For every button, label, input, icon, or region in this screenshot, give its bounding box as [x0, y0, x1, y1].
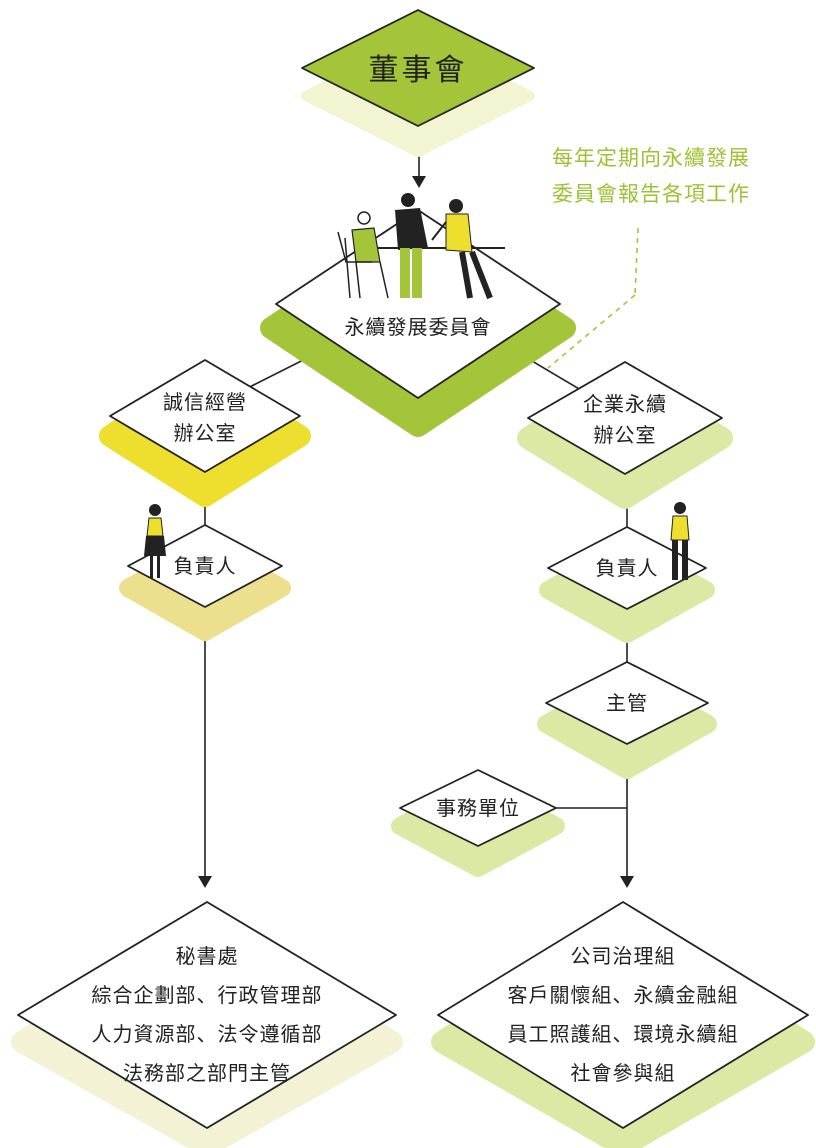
- report-note: 每年定期向永續發展 委員會報告各項工作: [500, 140, 750, 212]
- admin-unit-node: [391, 769, 565, 877]
- report-note-line-1: 每年定期向永續發展: [552, 146, 750, 170]
- integrity-office-node: [99, 359, 311, 507]
- board-label: 董事會: [368, 53, 468, 88]
- groups-line: 員工照護組、環境永續組: [507, 1022, 739, 1046]
- report-note-dashed-line: [634, 227, 639, 296]
- sustainability-office-line-1: 企業永續: [583, 392, 667, 416]
- integrity-office-label: 誠信經營 辦公室: [145, 387, 265, 449]
- arrow-to-groups-icon: [620, 876, 634, 888]
- secretariat-line: 綜合企劃部、行政管理部: [91, 983, 323, 1007]
- seated-person-icon: [337, 211, 389, 299]
- secretariat-line: 法務部之部門主管: [123, 1061, 291, 1085]
- committee-label: 永續發展委員會: [344, 315, 492, 339]
- secretariat-line: 秘書處: [175, 944, 239, 968]
- secretariat-line: 人力資源部、法令遵循部: [91, 1022, 323, 1046]
- standing-woman-icon: [431, 199, 493, 300]
- secretariat-node: [11, 901, 403, 1148]
- supervisor-label: 主管: [606, 691, 648, 715]
- report-note-line-2: 委員會報告各項工作: [552, 182, 750, 206]
- admin-unit-label: 事務單位: [436, 796, 520, 820]
- integrity-office-line-1: 誠信經營: [163, 390, 247, 414]
- board-node: [301, 9, 535, 157]
- standing-man-icon: [395, 193, 428, 298]
- male-manager-icon: [670, 502, 690, 580]
- sustainability-office-label: 企業永續 辦公室: [565, 389, 685, 451]
- meeting-illustration: [337, 193, 505, 300]
- left-person-in-charge-node: [119, 524, 291, 641]
- secretariat-label: 秘書處 綜合企劃部、行政管理部 人力資源部、法令遵循部 法務部之部門主管: [57, 937, 357, 1093]
- right-person-in-charge-node: [539, 526, 715, 643]
- right-person-in-charge-label: 負責人: [595, 556, 659, 580]
- left-person-in-charge-label: 負責人: [173, 554, 237, 578]
- supervisor-node: [537, 661, 717, 779]
- sustainability-office-node: [517, 361, 733, 509]
- arrow-to-committee-icon: [412, 176, 426, 188]
- arrow-to-secretariat-icon: [198, 876, 212, 888]
- groups-label: 公司治理組 客戶關懷組、永續金融組 員工照護組、環境永續組 社會參與組: [473, 937, 773, 1093]
- female-manager-icon: [144, 504, 166, 578]
- groups-line: 客戶關懷組、永續金融組: [507, 983, 739, 1007]
- sustainability-office-line-2: 辦公室: [593, 423, 657, 447]
- groups-line: 社會參與組: [570, 1061, 676, 1085]
- report-note-dashed-line-2: [547, 294, 636, 369]
- integrity-office-line-2: 辦公室: [173, 421, 237, 445]
- groups-node: [431, 901, 815, 1148]
- groups-line: 公司治理組: [570, 944, 676, 968]
